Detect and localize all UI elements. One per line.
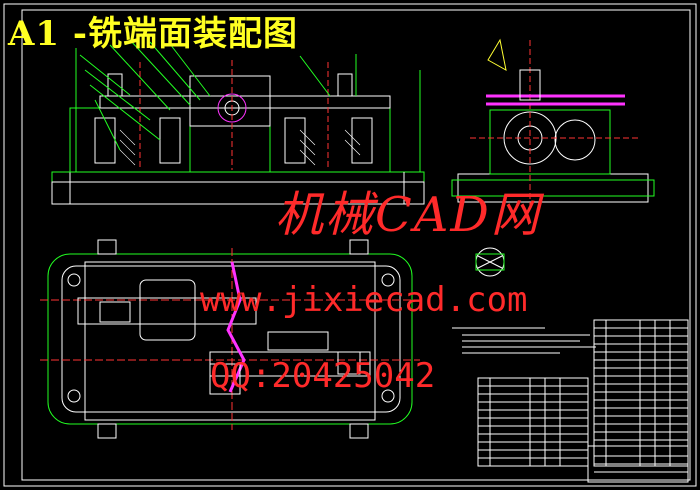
parts-list-table [477,319,689,483]
inner-frame [21,9,691,481]
side-view [451,38,655,210]
drawing-border [3,3,697,487]
watermark-qq: QQ:20425042 [210,356,436,396]
drawing-title: A1 -铣端面装配图 [8,14,298,54]
front-view [51,39,425,205]
top-view [40,239,420,439]
detail-view [475,247,505,277]
watermark-site-name: 机械CAD网 [275,187,541,243]
watermark-url: www.jixiecad.com [200,280,528,320]
technical-notes [452,327,596,354]
